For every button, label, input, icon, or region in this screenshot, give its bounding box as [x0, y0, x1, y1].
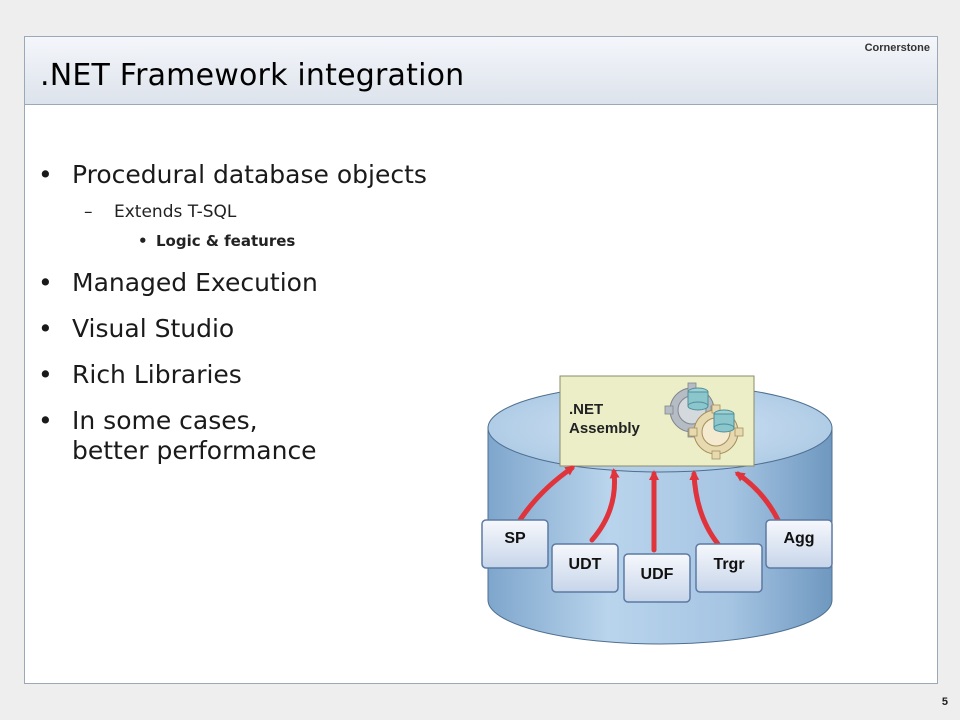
bullet-performance-line1: In some cases,	[72, 406, 258, 435]
assembly-label-line2: Assembly	[569, 420, 640, 437]
diagram-graphic	[481, 375, 833, 645]
assembly-label-line1: .NET	[569, 401, 604, 418]
udf-label: UDF	[640, 566, 674, 583]
bullet-performance-line2: better performance	[72, 436, 317, 465]
agg-label: Agg	[783, 530, 815, 547]
udt-box	[551, 543, 619, 593]
sub-bullet-extends-tsql: Extends T-SQL	[38, 202, 498, 222]
bullet-list: Procedural database objects Extends T-SQ…	[38, 160, 498, 482]
arrow-trgr	[689, 470, 721, 547]
gears-icon	[664, 382, 744, 460]
sp-label: SP	[504, 530, 526, 547]
agg-box	[765, 519, 833, 569]
bullet-procedural: Procedural database objects	[38, 160, 498, 190]
assembly-label: .NET Assembly	[569, 400, 659, 438]
arrow-agg	[734, 471, 781, 523]
page-number: 5	[941, 696, 948, 708]
sub-sub-bullet-logic: Logic & features	[38, 232, 498, 250]
sql-server-diagram: .NET Assembly SP UDT UDF Trgr Agg	[480, 350, 840, 660]
slide-title: .NET Framework integration	[40, 58, 465, 93]
arrow-udt	[589, 468, 620, 543]
bullet-visual-studio: Visual Studio	[38, 314, 498, 344]
title-bar	[25, 37, 937, 105]
udf-box	[623, 553, 691, 603]
brand-logo: Cornerstone	[864, 42, 930, 54]
bullet-rich-libraries: Rich Libraries	[38, 360, 498, 390]
udt-label: UDT	[568, 556, 602, 573]
bullet-managed-execution: Managed Execution	[38, 268, 498, 298]
trgr-label: Trgr	[713, 556, 745, 573]
arrow-sp	[517, 465, 576, 523]
trgr-box	[695, 543, 763, 593]
sp-box	[481, 519, 549, 569]
bullet-performance: In some cases, better performance	[38, 406, 498, 466]
